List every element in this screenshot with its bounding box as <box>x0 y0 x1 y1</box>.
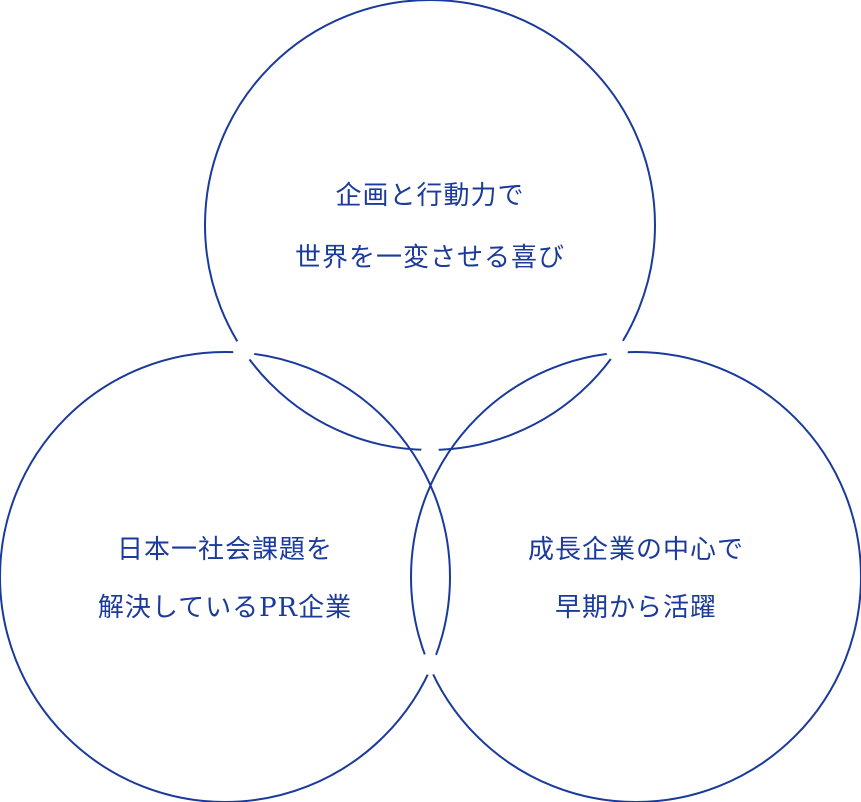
left-label-line-2: 解決しているPR企業 <box>98 593 352 623</box>
gap-center-upper <box>421 443 439 461</box>
top-label-line-1: 企画と行動力で <box>335 181 524 211</box>
circle-group-top <box>204 0 656 451</box>
right-label-line-2: 早期から活躍 <box>555 593 717 623</box>
top-label-line-2: 世界を一変させる喜び <box>295 243 565 273</box>
gap-top-left <box>233 339 255 361</box>
labels: 企画と行動力で 世界を一変させる喜び 日本一社会課題を 解決しているPR企業 成… <box>98 181 744 623</box>
circle-top <box>204 0 656 451</box>
circle-left <box>0 351 451 802</box>
circle-group-right <box>410 351 861 802</box>
circle-group-left <box>0 351 451 802</box>
crossing-gaps <box>233 339 628 675</box>
gap-top-right <box>606 339 628 361</box>
left-label-line-1: 日本一社会課題を <box>117 535 333 565</box>
right-label-line-1: 成長企業の中心で <box>528 535 744 565</box>
circle-right <box>410 351 861 802</box>
gap-center-lower <box>419 653 441 675</box>
